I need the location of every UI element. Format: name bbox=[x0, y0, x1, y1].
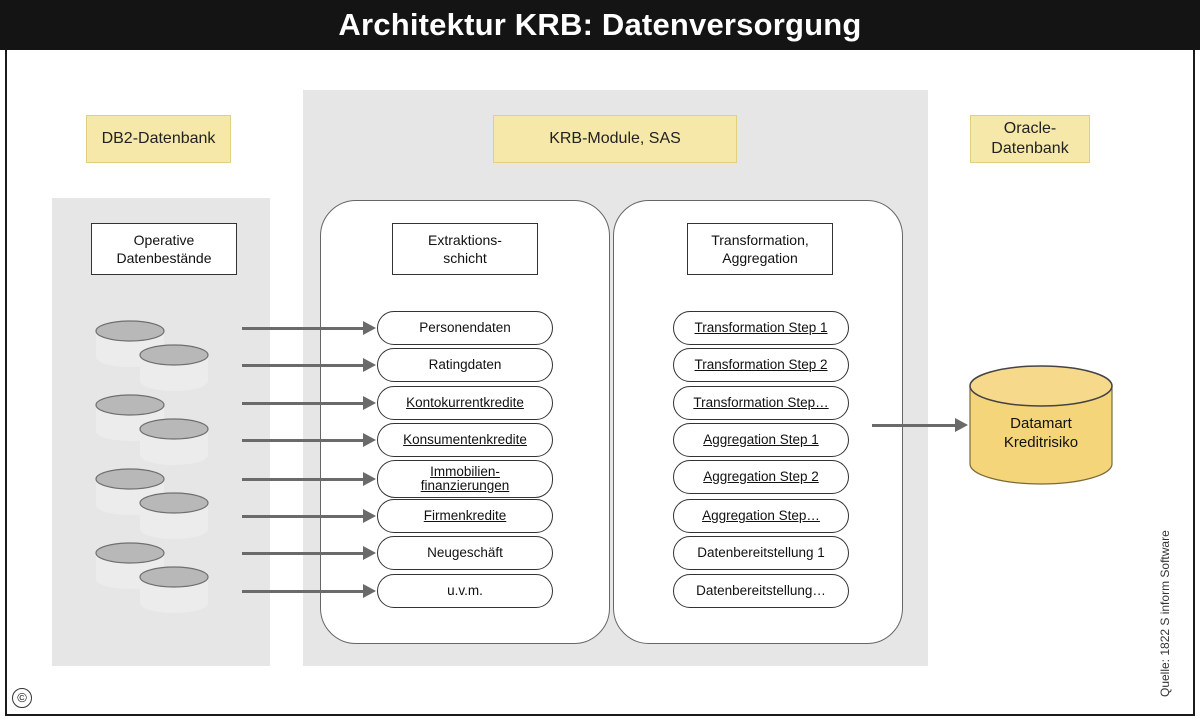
arrow-uvm bbox=[242, 584, 376, 598]
extraction-header-line2: schicht bbox=[443, 250, 487, 266]
datamart-line1: Datamart bbox=[1010, 415, 1072, 432]
transformation-header-line2: Aggregation bbox=[722, 250, 798, 266]
database-cylinder-icon bbox=[139, 418, 209, 465]
database-cylinder-icon bbox=[139, 492, 209, 539]
krb-label: KRB-Module, SAS bbox=[493, 115, 737, 163]
arrow-firmenkredite bbox=[242, 509, 376, 523]
datamart-line2: Kreditrisiko bbox=[1003, 434, 1079, 451]
operative-label: Operative Datenbestände bbox=[91, 223, 237, 275]
extraction-item-uvm: u.v.m. bbox=[377, 574, 553, 608]
oracle-label-line2: Datenbank bbox=[991, 140, 1069, 157]
operative-line1: Operative bbox=[133, 232, 195, 248]
transformation-header-line1: Transformation, bbox=[711, 232, 809, 248]
datamart-cylinder bbox=[969, 365, 1113, 485]
arrow-konsumentenkredite bbox=[242, 433, 376, 447]
arrow-kontokurrentkredite bbox=[242, 396, 376, 410]
arrow-immobilienfinanzierungen bbox=[242, 472, 376, 486]
datenbereitstellung-more: Datenbereitstellung… bbox=[673, 574, 849, 608]
arrow-neugeschaeft bbox=[242, 546, 376, 560]
extraction-item-firmenkredite: Firmenkredite bbox=[377, 499, 553, 533]
transformation-header: Transformation, Aggregation bbox=[687, 223, 833, 275]
arrow-to-datamart bbox=[872, 418, 968, 432]
aggregation-step-more: Aggregation Step… bbox=[673, 499, 849, 533]
datamart-label: Datamart Kreditrisiko bbox=[968, 414, 1114, 452]
extraction-item-ratingdaten: Ratingdaten bbox=[377, 348, 553, 382]
database-stack bbox=[95, 320, 209, 613]
datenbereitstellung-1: Datenbereitstellung 1 bbox=[673, 536, 849, 570]
extraction-header: Extraktions- schicht bbox=[392, 223, 538, 275]
arrow-ratingdaten bbox=[242, 358, 376, 372]
source-note: Quelle: 1822 S inform Software bbox=[1158, 530, 1172, 697]
extraction-item-immobilienfinanzierungen: Immobilien- finanzierungen bbox=[377, 460, 553, 498]
aggregation-step-2: Aggregation Step 2 bbox=[673, 460, 849, 494]
oracle-label-line1: Oracle- bbox=[1003, 120, 1057, 137]
operative-line2: Datenbestände bbox=[116, 250, 212, 266]
transformation-step-2: Transformation Step 2 bbox=[673, 348, 849, 382]
extraction-item-personendaten: Personendaten bbox=[377, 311, 553, 345]
extraction-item-immobilien-line2: finanzierungen bbox=[420, 478, 510, 493]
database-cylinder-icon bbox=[139, 566, 209, 613]
extraction-item-neugeschaeft: Neugeschäft bbox=[377, 536, 553, 570]
extraction-item-kontokurrentkredite: Kontokurrentkredite bbox=[377, 386, 553, 420]
source-text: Quelle: 1822 S inform Software bbox=[1158, 530, 1172, 697]
extraction-header-line1: Extraktions- bbox=[428, 232, 502, 248]
oracle-label: Oracle- Datenbank bbox=[970, 115, 1090, 163]
diagram-title: Architektur KRB: Datenversorgung bbox=[0, 0, 1200, 50]
arrow-personendaten bbox=[242, 321, 376, 335]
extraction-item-konsumentenkredite: Konsumentenkredite bbox=[377, 423, 553, 457]
extraction-item-immobilien-line1: Immobilien- bbox=[430, 464, 500, 479]
copyright-icon: © bbox=[12, 688, 32, 708]
database-cylinder-icon bbox=[139, 344, 209, 391]
transformation-step-1: Transformation Step 1 bbox=[673, 311, 849, 345]
aggregation-step-1: Aggregation Step 1 bbox=[673, 423, 849, 457]
transformation-step-more: Transformation Step… bbox=[673, 386, 849, 420]
db2-label: DB2-Datenbank bbox=[86, 115, 231, 163]
